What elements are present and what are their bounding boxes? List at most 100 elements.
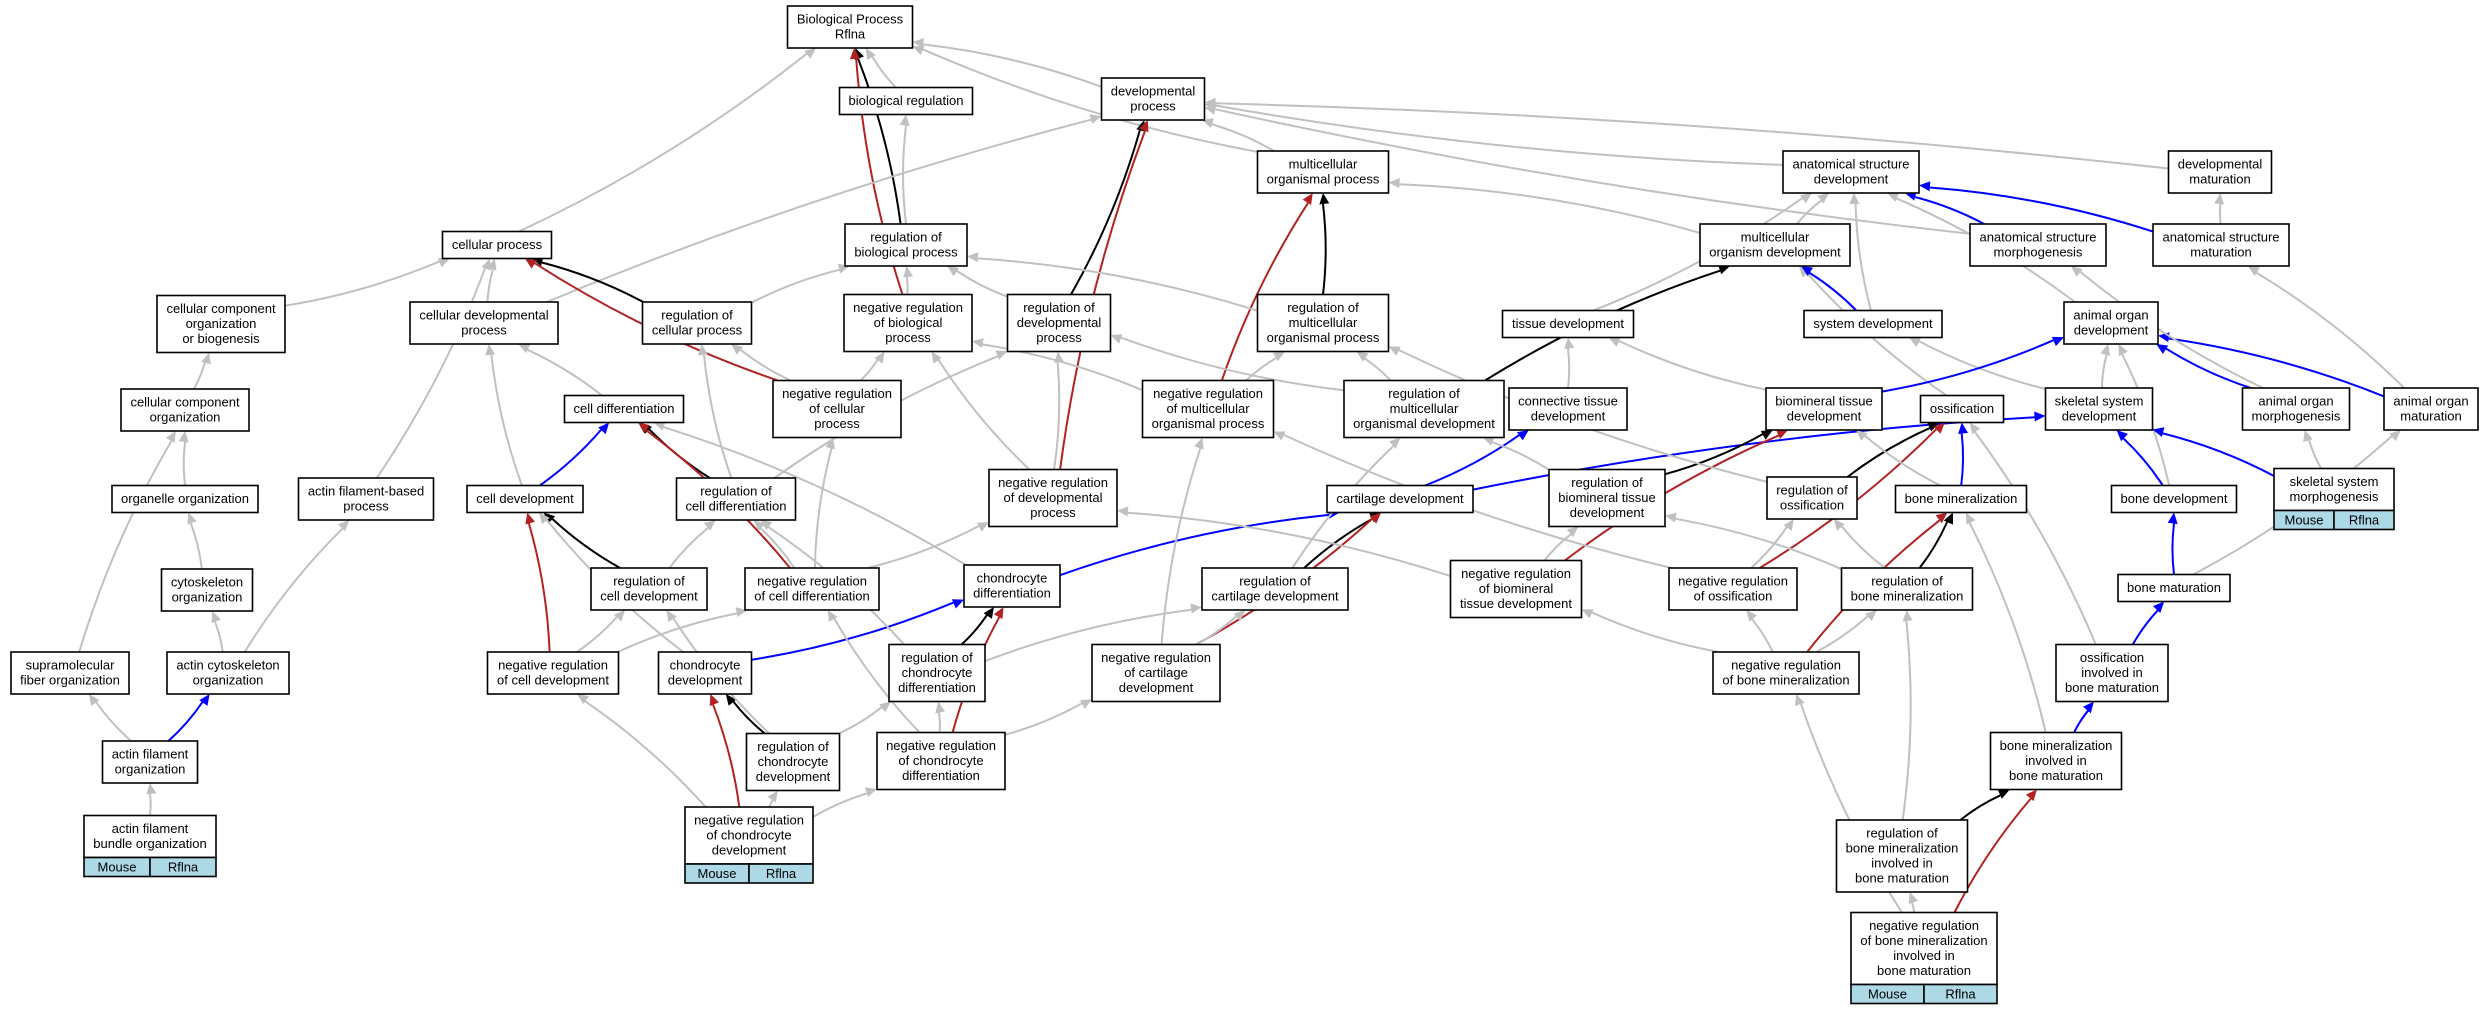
edge-line [1815,615,1869,653]
edge-line [2073,710,2089,733]
edge-bmin-oss [1958,422,1968,486]
edge-afbp-cp [375,258,491,479]
edge-arrowhead [849,48,860,60]
term-label-line: differentiation [902,768,980,783]
edge-mop-bp [912,46,1258,153]
term-label-line: multicellular [1289,315,1358,330]
edge-line [1364,357,1392,382]
edge-arrowhead [903,266,914,278]
term-node-bmat[interactable]: bone maturation [2117,573,2231,603]
term-label-line: involved in [1893,948,1954,963]
term-box [111,484,259,514]
edge-line [1751,618,1774,653]
term-label-line: cellular process [452,237,543,252]
edge-line [1841,525,1886,569]
term-node-cdiff[interactable]: cell differentiation [563,394,685,424]
term-box [988,468,1118,528]
term-node-cdev[interactable]: cell development [466,484,584,514]
term-node-td[interactable]: tissue development [1501,309,1635,339]
term-label-line: process [1036,330,1082,345]
term-box [2117,573,2231,603]
term-label-line: Biological Process [797,12,904,27]
term-label-line: process [1030,505,1076,520]
edge-nrmop-mop [1220,193,1313,381]
edge-ssm-ssd [2152,427,2275,477]
term-label-line: regulation of [1239,574,1311,589]
term-box [2152,223,2290,267]
term-node-oss[interactable]: ossification [1919,394,2005,424]
term-label-line: or biogenesis [182,331,260,346]
edge-arrowhead [2100,344,2111,356]
term-label-line: cytoskeleton [171,575,243,590]
term-node-cartd[interactable]: cartilage development [1326,484,1474,514]
term-node-cp[interactable]: cellular process [441,230,553,260]
term-node-bdev[interactable]: bone development [2110,484,2238,514]
term-node-oo[interactable]: organelle organization [111,484,259,514]
edge-arrowhead [865,48,876,60]
term-node-sd[interactable]: system development [1803,309,1943,339]
term-node-br[interactable]: biological regulation [838,86,974,116]
edge-line [857,58,902,225]
edge-arrowhead [697,344,708,356]
edge-line [1059,513,1330,577]
term-node-bmin[interactable]: bone mineralization [1894,484,2028,514]
edge-nrbtd-rbtd [1543,526,1579,562]
edge-arrowhead [995,350,1008,360]
